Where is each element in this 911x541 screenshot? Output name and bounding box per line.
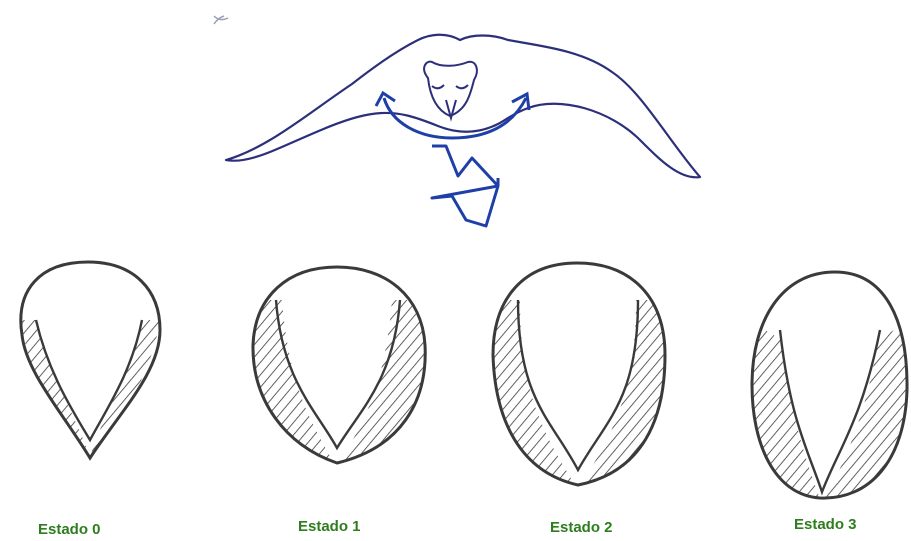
stage-2-label: Estado 2 xyxy=(550,519,613,536)
bird-eye-right xyxy=(456,85,468,88)
bird-drawing-icon xyxy=(214,16,700,177)
stage-0-label: Estado 0 xyxy=(38,521,101,538)
stage-0-shape xyxy=(20,262,160,458)
stage-3-label: Estado 3 xyxy=(794,516,857,533)
bird-mark xyxy=(214,16,228,24)
stage-3-shape xyxy=(748,272,910,505)
stage-1-label: Estado 1 xyxy=(298,518,361,535)
bird-eye-left xyxy=(432,85,444,88)
stage-2-shape xyxy=(490,263,668,490)
lightning-arrow-icon xyxy=(432,146,498,226)
stage-1-shape xyxy=(250,267,428,470)
bird-head xyxy=(424,62,477,116)
